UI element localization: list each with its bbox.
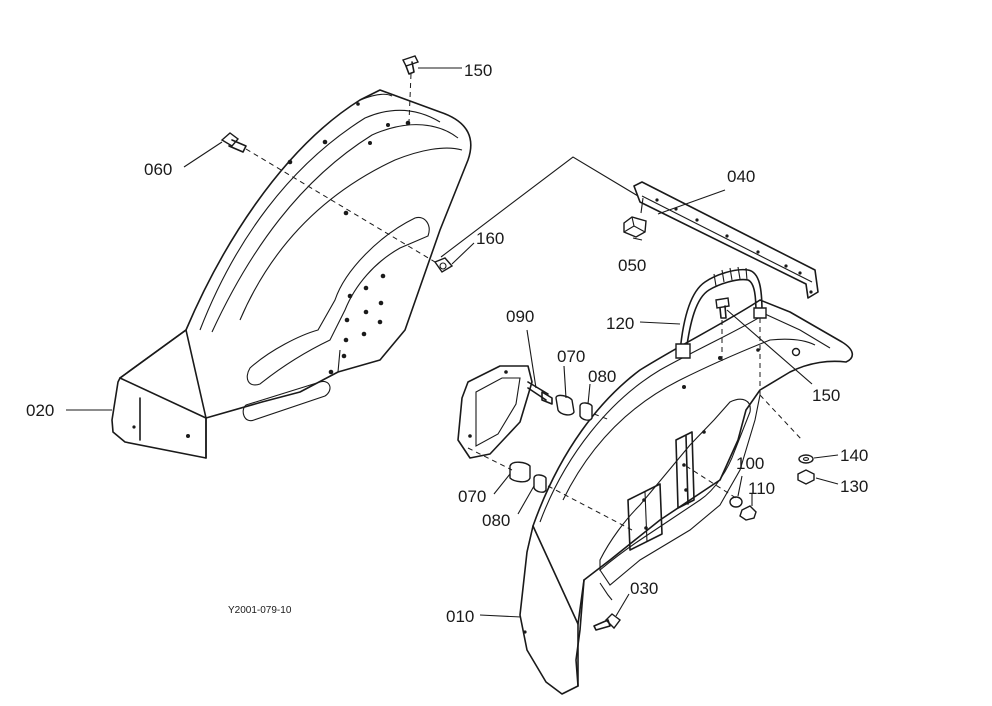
label-150-right: 150 [812,386,840,405]
collar-080-upper [579,402,593,421]
leader-stay [440,156,639,258]
label-030: 030 [630,579,658,598]
assembly-line-100 [685,465,737,499]
fender-right [519,299,854,695]
collar-080-lower [533,474,547,493]
assembly-line-lower [467,447,633,531]
label-040: 040 [727,167,755,186]
label-130: 130 [840,477,868,496]
label-140: 140 [840,446,868,465]
nut-110 [739,505,757,521]
label-150-upper: 150 [464,61,492,80]
label-160: 160 [476,229,504,248]
label-100: 100 [736,454,764,473]
assembly-line-140 [759,394,803,441]
bolt-060 [220,132,441,266]
label-080-lower: 080 [482,511,510,530]
grip-120 [675,266,767,359]
leader-lines [66,67,839,618]
label-090: 090 [506,307,534,326]
label-110: 110 [748,479,775,498]
push-rivet-150-right [715,297,761,395]
nut-130 [797,469,815,485]
label-120: 120 [606,314,634,333]
stay-040 [633,181,819,299]
assembly-line-upper [593,413,611,421]
spacer-070-lower [509,461,531,483]
drawing-code: Y2001-079-10 [228,605,292,616]
label-050: 050 [618,256,646,275]
washer-100 [729,496,743,508]
nut-160 [433,257,454,273]
bolt-030 [593,613,621,631]
fender-left [111,89,472,459]
label-010: 010 [446,607,474,626]
label-020: 020 [26,401,54,420]
label-060: 060 [144,160,172,179]
label-070-upper: 070 [557,347,585,366]
part-labels: 150 060 160 040 050 090 070 080 120 150 … [26,61,868,626]
label-080-upper: 080 [588,367,616,386]
label-070-lower: 070 [458,487,486,506]
washer-140 [798,454,814,464]
clip-050 [623,216,647,238]
spacer-070-upper [555,394,575,416]
push-rivet-150-upper [402,55,419,123]
stud-bracket-090 [457,365,553,459]
